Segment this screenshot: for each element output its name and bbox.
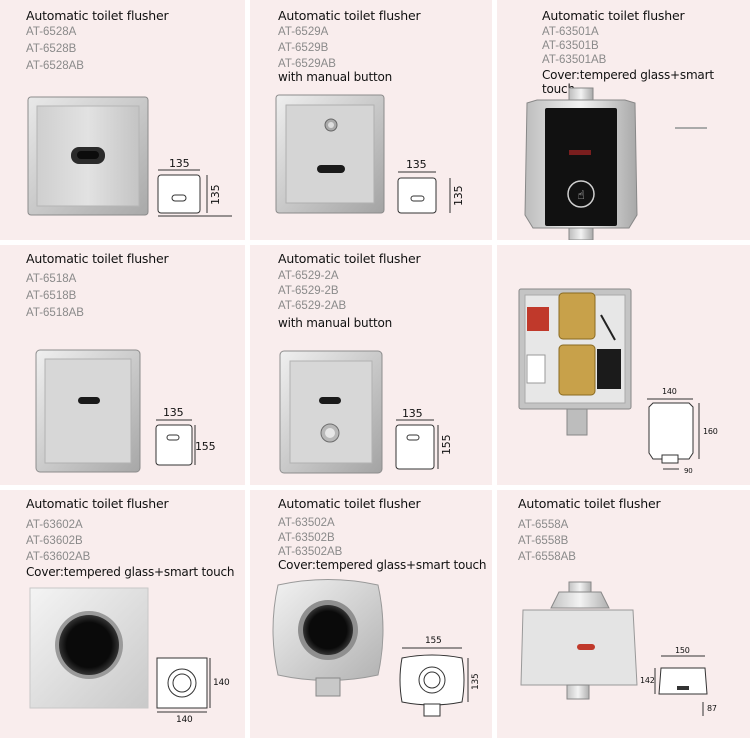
product-cell-at-6518: Automatic toilet flusher AT-6518A AT-651… — [0, 245, 245, 485]
model-number: AT-6529B — [278, 42, 329, 54]
feature-note: Cover:tempered glass+smart touch — [278, 558, 487, 572]
model-number: AT-63502AB — [278, 546, 343, 558]
model-number: AT-63602B — [26, 535, 83, 547]
flusher-internal-image — [518, 288, 632, 436]
dimension-width: 140 — [176, 715, 193, 725]
product-title: Automatic toilet flusher — [26, 251, 169, 266]
feature-note: Cover:tempered glass+smart touch — [26, 565, 235, 579]
dimension-depth: 87 — [707, 704, 717, 713]
dimension-width: 135 — [406, 158, 427, 171]
feature-note: Cover:tempered glass+smart touch — [542, 68, 714, 96]
model-number: AT-63501B — [542, 40, 599, 52]
model-number: AT-63502A — [278, 517, 335, 529]
flusher-product-image — [272, 579, 384, 697]
dimension-width: 150 — [675, 646, 690, 655]
model-number: AT-6529A — [278, 26, 329, 38]
dimension-width: 135 — [402, 407, 423, 420]
model-number: AT-6529AB — [278, 58, 336, 70]
product-title: Automatic toilet flusher — [542, 8, 685, 23]
dimension-width: 135 — [163, 406, 184, 419]
dimension-height: 160 — [703, 427, 718, 436]
dimension-drawing — [155, 419, 196, 466]
model-number: AT-6558AB — [518, 551, 576, 563]
model-number: AT-6518A — [26, 273, 77, 285]
dimension-drawing — [395, 419, 439, 470]
product-title: Automatic toilet flusher — [26, 8, 169, 23]
feature-note: with manual button — [278, 70, 393, 84]
dimension-drawing — [157, 169, 232, 217]
model-number: AT-63602AB — [26, 551, 91, 563]
model-number: AT-6529-2A — [278, 270, 339, 282]
product-cell-at-63602: Automatic toilet flusher AT-63602A AT-63… — [0, 490, 245, 738]
flusher-product-image — [520, 581, 638, 700]
flusher-product-image: ☝ — [524, 87, 707, 240]
feature-note: with manual button — [278, 316, 393, 330]
dimension-drawing — [156, 657, 211, 713]
model-number: AT-6528B — [26, 43, 77, 55]
flusher-product-image — [275, 94, 385, 214]
dimension-depth: 90 — [684, 467, 693, 475]
model-number: AT-63602A — [26, 519, 83, 531]
product-title: Automatic toilet flusher — [26, 496, 169, 511]
product-cell-at-63502: Automatic toilet flusher AT-63502A AT-63… — [250, 490, 492, 738]
product-cell-internal-view: 140 160 90 — [497, 245, 750, 485]
dimension-drawing — [397, 171, 451, 214]
model-number: AT-6529-2AB — [278, 300, 347, 312]
flusher-product-image — [27, 96, 149, 216]
product-title: Automatic toilet flusher — [278, 251, 421, 266]
flusher-product-image — [35, 349, 141, 473]
model-number: AT-6558B — [518, 535, 569, 547]
svg-text:☝: ☝ — [577, 188, 584, 202]
dimension-height: 135 — [209, 184, 222, 205]
product-cell-at-6529-2: Automatic toilet flusher AT-6529-2A AT-6… — [250, 245, 492, 485]
product-title: Automatic toilet flusher — [518, 496, 661, 511]
model-number: AT-6528A — [26, 26, 77, 38]
model-number: AT-6558A — [518, 519, 569, 531]
product-title: Automatic toilet flusher — [278, 496, 421, 511]
model-number: AT-6528AB — [26, 60, 84, 72]
dimension-width: 135 — [169, 157, 190, 170]
dimension-width: 140 — [662, 387, 677, 396]
model-number: AT-63501AB — [542, 54, 607, 66]
dimension-drawing — [647, 398, 700, 470]
dimension-height: 135 — [452, 185, 465, 206]
dimension-height: 142 — [640, 676, 655, 685]
dimension-drawing — [399, 647, 469, 717]
model-number: AT-6518B — [26, 290, 77, 302]
product-title: Automatic toilet flusher — [278, 8, 421, 23]
model-number: AT-6518AB — [26, 307, 84, 319]
product-cell-at-6558: Automatic toilet flusher AT-6558A AT-655… — [497, 490, 750, 738]
model-number: AT-63502B — [278, 532, 335, 544]
dimension-height: 140 — [213, 678, 230, 688]
product-cell-at-6529: Automatic toilet flusher AT-6529A AT-652… — [250, 0, 492, 240]
product-cell-at-6528: Automatic toilet flusher AT-6528A AT-652… — [0, 0, 245, 240]
dimension-height: 155 — [195, 440, 216, 453]
flusher-product-image — [29, 587, 149, 709]
dimension-drawing — [654, 655, 708, 716]
dimension-height: 155 — [440, 434, 453, 455]
model-number: AT-63501A — [542, 26, 599, 38]
dimension-height: 135 — [471, 673, 481, 690]
model-number: AT-6529-2B — [278, 285, 339, 297]
product-cell-at-63501: Automatic toilet flusher AT-63501A AT-63… — [497, 0, 750, 240]
dimension-width: 155 — [425, 636, 442, 646]
flusher-product-image — [279, 350, 383, 474]
